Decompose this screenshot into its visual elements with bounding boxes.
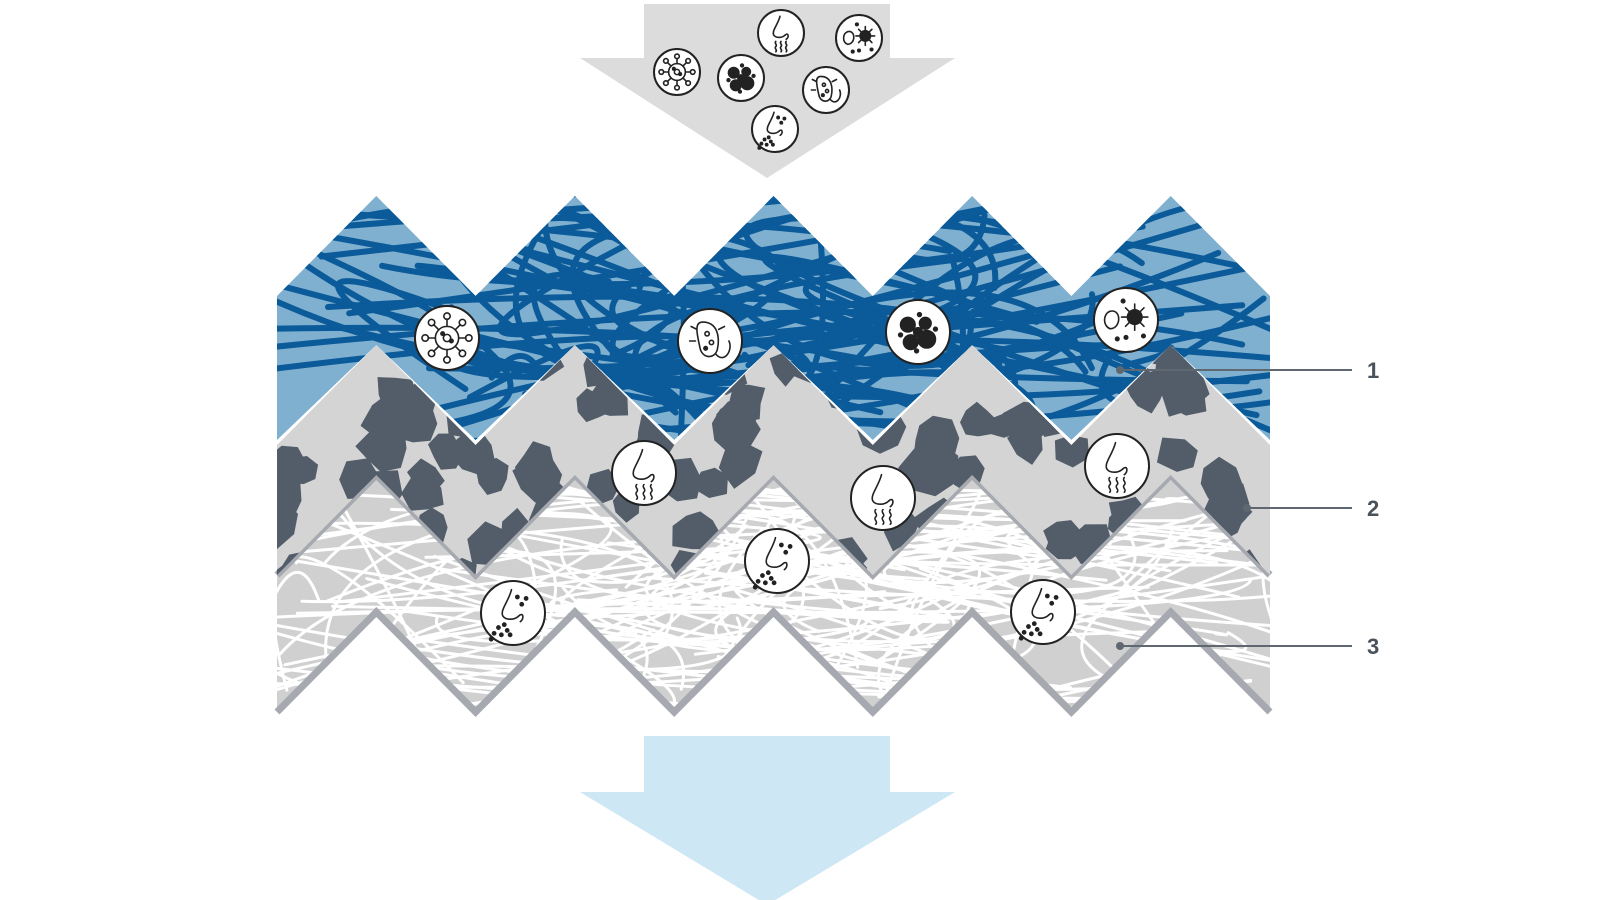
carbon-granule [576,388,609,423]
callout-3-label: 3 [1367,634,1379,659]
trapped-pollutants [414,287,1159,646]
virus-icon [414,305,480,371]
fiber-strand [526,555,868,686]
callout-1: 1 [1116,358,1379,383]
inflow-pollutants [653,9,883,153]
virus-icon [653,48,701,96]
fine-dust-nose-icon [1010,579,1076,645]
carbon-granule [1043,520,1083,556]
carbon-granule [960,401,998,437]
microbes-icon [835,14,883,62]
bacteria-icon [802,66,850,114]
fiber-strand [405,572,1015,686]
fiber-strand [497,196,1037,338]
carbon-granule [1167,370,1207,416]
fiber-strand [1261,540,1270,708]
fiber-strand [569,221,953,416]
carbon-granule [1054,435,1090,468]
fiber-strand [277,570,321,701]
carbon-granule [716,397,758,435]
fine-dust-nose-icon [751,105,799,153]
odor-nose-icon [611,440,677,506]
fine-dust-nose-icon [480,580,546,646]
carbon-granule [476,458,509,495]
callout-3: 3 [1116,634,1379,659]
microbes-icon [1093,287,1159,353]
fiber-strand [468,524,749,584]
carbon-granule [1156,437,1198,472]
layer-3-bottom-edge [274,607,1273,717]
fiber-strand [877,509,1218,706]
fine-dust-nose-icon [744,528,810,594]
fiber-strand [657,302,1246,349]
odor-nose-icon [757,9,805,57]
carbon-granule [693,467,728,498]
callout-1-label: 1 [1367,358,1379,383]
carbon-granule [898,439,959,497]
carbon-granule [277,496,298,551]
carbon-granule [718,441,763,489]
carbon-granule [428,433,464,470]
layer-2-fill [277,345,1270,575]
odor-nose-icon [850,465,916,531]
carbon-granule [1213,483,1250,532]
callout-2-label: 2 [1367,496,1379,521]
carbon-granule [277,475,302,518]
outflow-arrow [580,736,955,900]
fiber-strand [277,249,1222,382]
dust-particles-icon [885,299,951,365]
fiber-strand [782,561,872,633]
carbon-granule [277,445,306,482]
fiber-strand [277,238,1263,425]
bacteria-icon [677,308,743,374]
dust-particles-icon [717,54,765,102]
fiber-strand [877,695,1270,712]
carbon-granule [401,476,444,511]
fiber-strand [576,598,950,624]
callout-2: 2 [1243,496,1379,521]
odor-nose-icon [1084,433,1150,499]
fiber-strand [322,491,970,618]
